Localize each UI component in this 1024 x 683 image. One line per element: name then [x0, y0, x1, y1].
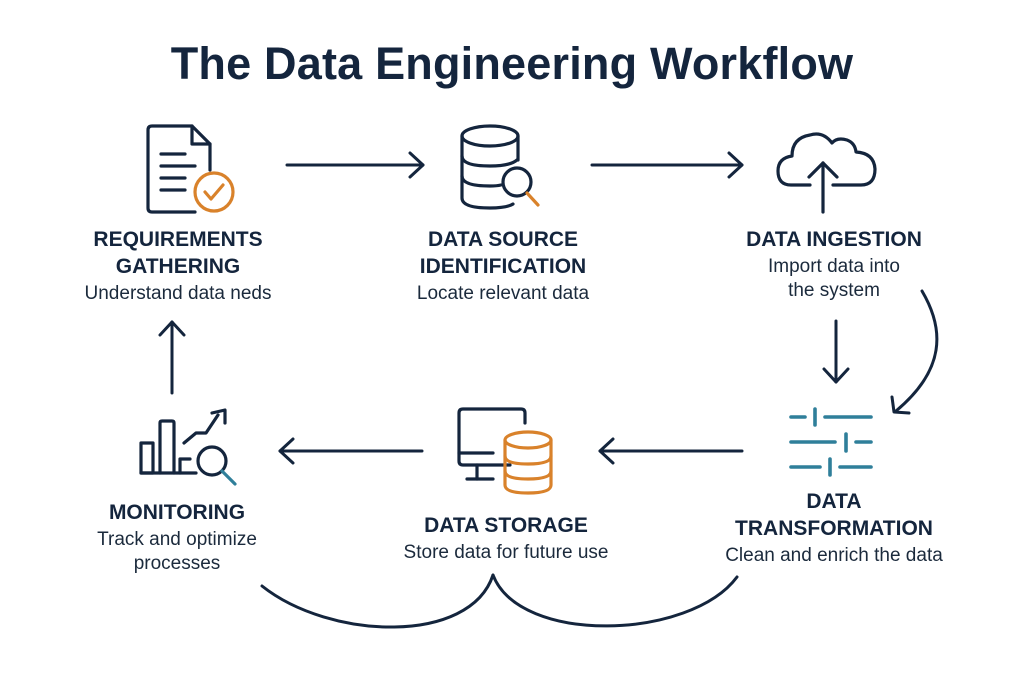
curved-arrow-ingestion-to-transformation — [890, 289, 939, 415]
step-data-transformation: DATA TRANSFORMATION Clean and enrich the… — [706, 488, 962, 568]
step-description: processes — [133, 553, 221, 574]
step-title: DATA SOURCE — [427, 228, 579, 251]
step-data-source-identification: DATA SOURCE IDENTIFICATION Locate releva… — [385, 226, 621, 306]
step-title: IDENTIFICATION — [419, 255, 587, 278]
monitor-database-icon — [457, 407, 553, 495]
step-title: GATHERING — [115, 255, 241, 278]
step-title: DATA INGESTION — [746, 228, 922, 251]
step-data-storage: DATA STORAGE Store data for future use — [378, 512, 634, 565]
arrow-monitoring-to-requirements — [158, 320, 186, 395]
step-monitoring: MONITORING Track and optimize processes — [74, 499, 280, 576]
step-description: Store data for future use — [403, 542, 609, 563]
cloud-upload-icon — [776, 132, 877, 214]
step-description: the system — [788, 280, 880, 301]
step-title: TRANSFORMATION — [735, 517, 933, 540]
step-description: Locate relevant data — [416, 283, 590, 304]
arrow-transformation-to-storage — [598, 437, 744, 465]
arrow-requirements-to-source — [285, 151, 425, 179]
step-requirements-gathering: REQUIREMENTS GATHERING Understand data n… — [60, 226, 296, 306]
chart-search-icon — [139, 408, 237, 486]
arrow-storage-to-monitoring — [278, 437, 424, 465]
step-description: Clean and enrich the data — [725, 545, 943, 566]
step-title: REQUIREMENTS — [93, 228, 263, 251]
step-description: Track and optimize — [97, 529, 257, 550]
sliders-icon — [789, 407, 873, 477]
diagram-title: The Data Engineering Workflow — [170, 38, 854, 89]
step-title: MONITORING — [108, 501, 246, 524]
database-search-icon — [460, 124, 540, 210]
step-data-ingestion: DATA INGESTION Import data into the syst… — [716, 226, 952, 303]
arrow-source-to-ingestion — [590, 151, 744, 179]
arrow-ingestion-to-transformation — [822, 319, 850, 384]
document-check-icon — [146, 124, 235, 214]
step-title: DATA STORAGE — [424, 514, 588, 537]
bottom-loop-curve — [260, 573, 739, 629]
step-description: Understand data neds — [84, 283, 272, 304]
step-title: DATA — [806, 490, 862, 513]
step-description: Import data into — [767, 256, 901, 277]
